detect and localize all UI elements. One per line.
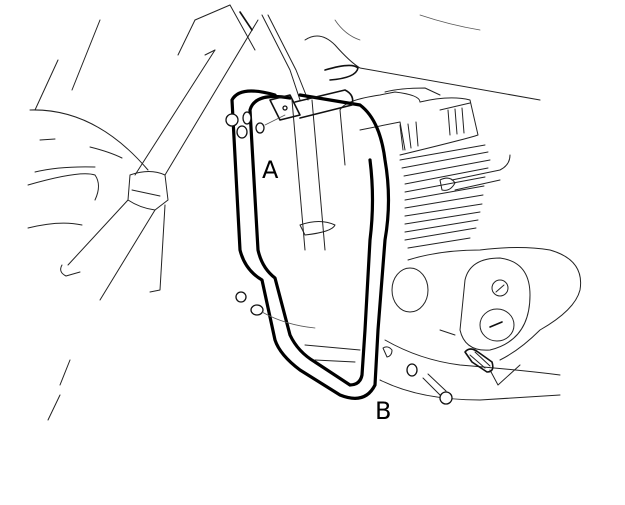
frame-downtube — [261, 14, 326, 251]
front-wheel-fender — [27, 19, 149, 421]
engine-cylinder-head — [324, 64, 479, 166]
mounting-bolt — [382, 346, 453, 405]
engine-cylinder-fins — [399, 144, 511, 249]
crankcase-cover — [379, 247, 582, 401]
footpeg — [464, 348, 521, 386]
front-fork — [60, 4, 259, 301]
upper-nuts-and-washers — [225, 111, 286, 139]
crash-bar — [230, 89, 391, 400]
fork-clamp — [299, 221, 336, 236]
mounting-bracket — [269, 89, 354, 121]
callout-label-b: B — [375, 397, 392, 425]
fuel-tank — [304, 14, 541, 101]
callout-label-a: A — [262, 156, 279, 184]
lower-nut-and-washer — [235, 291, 316, 329]
